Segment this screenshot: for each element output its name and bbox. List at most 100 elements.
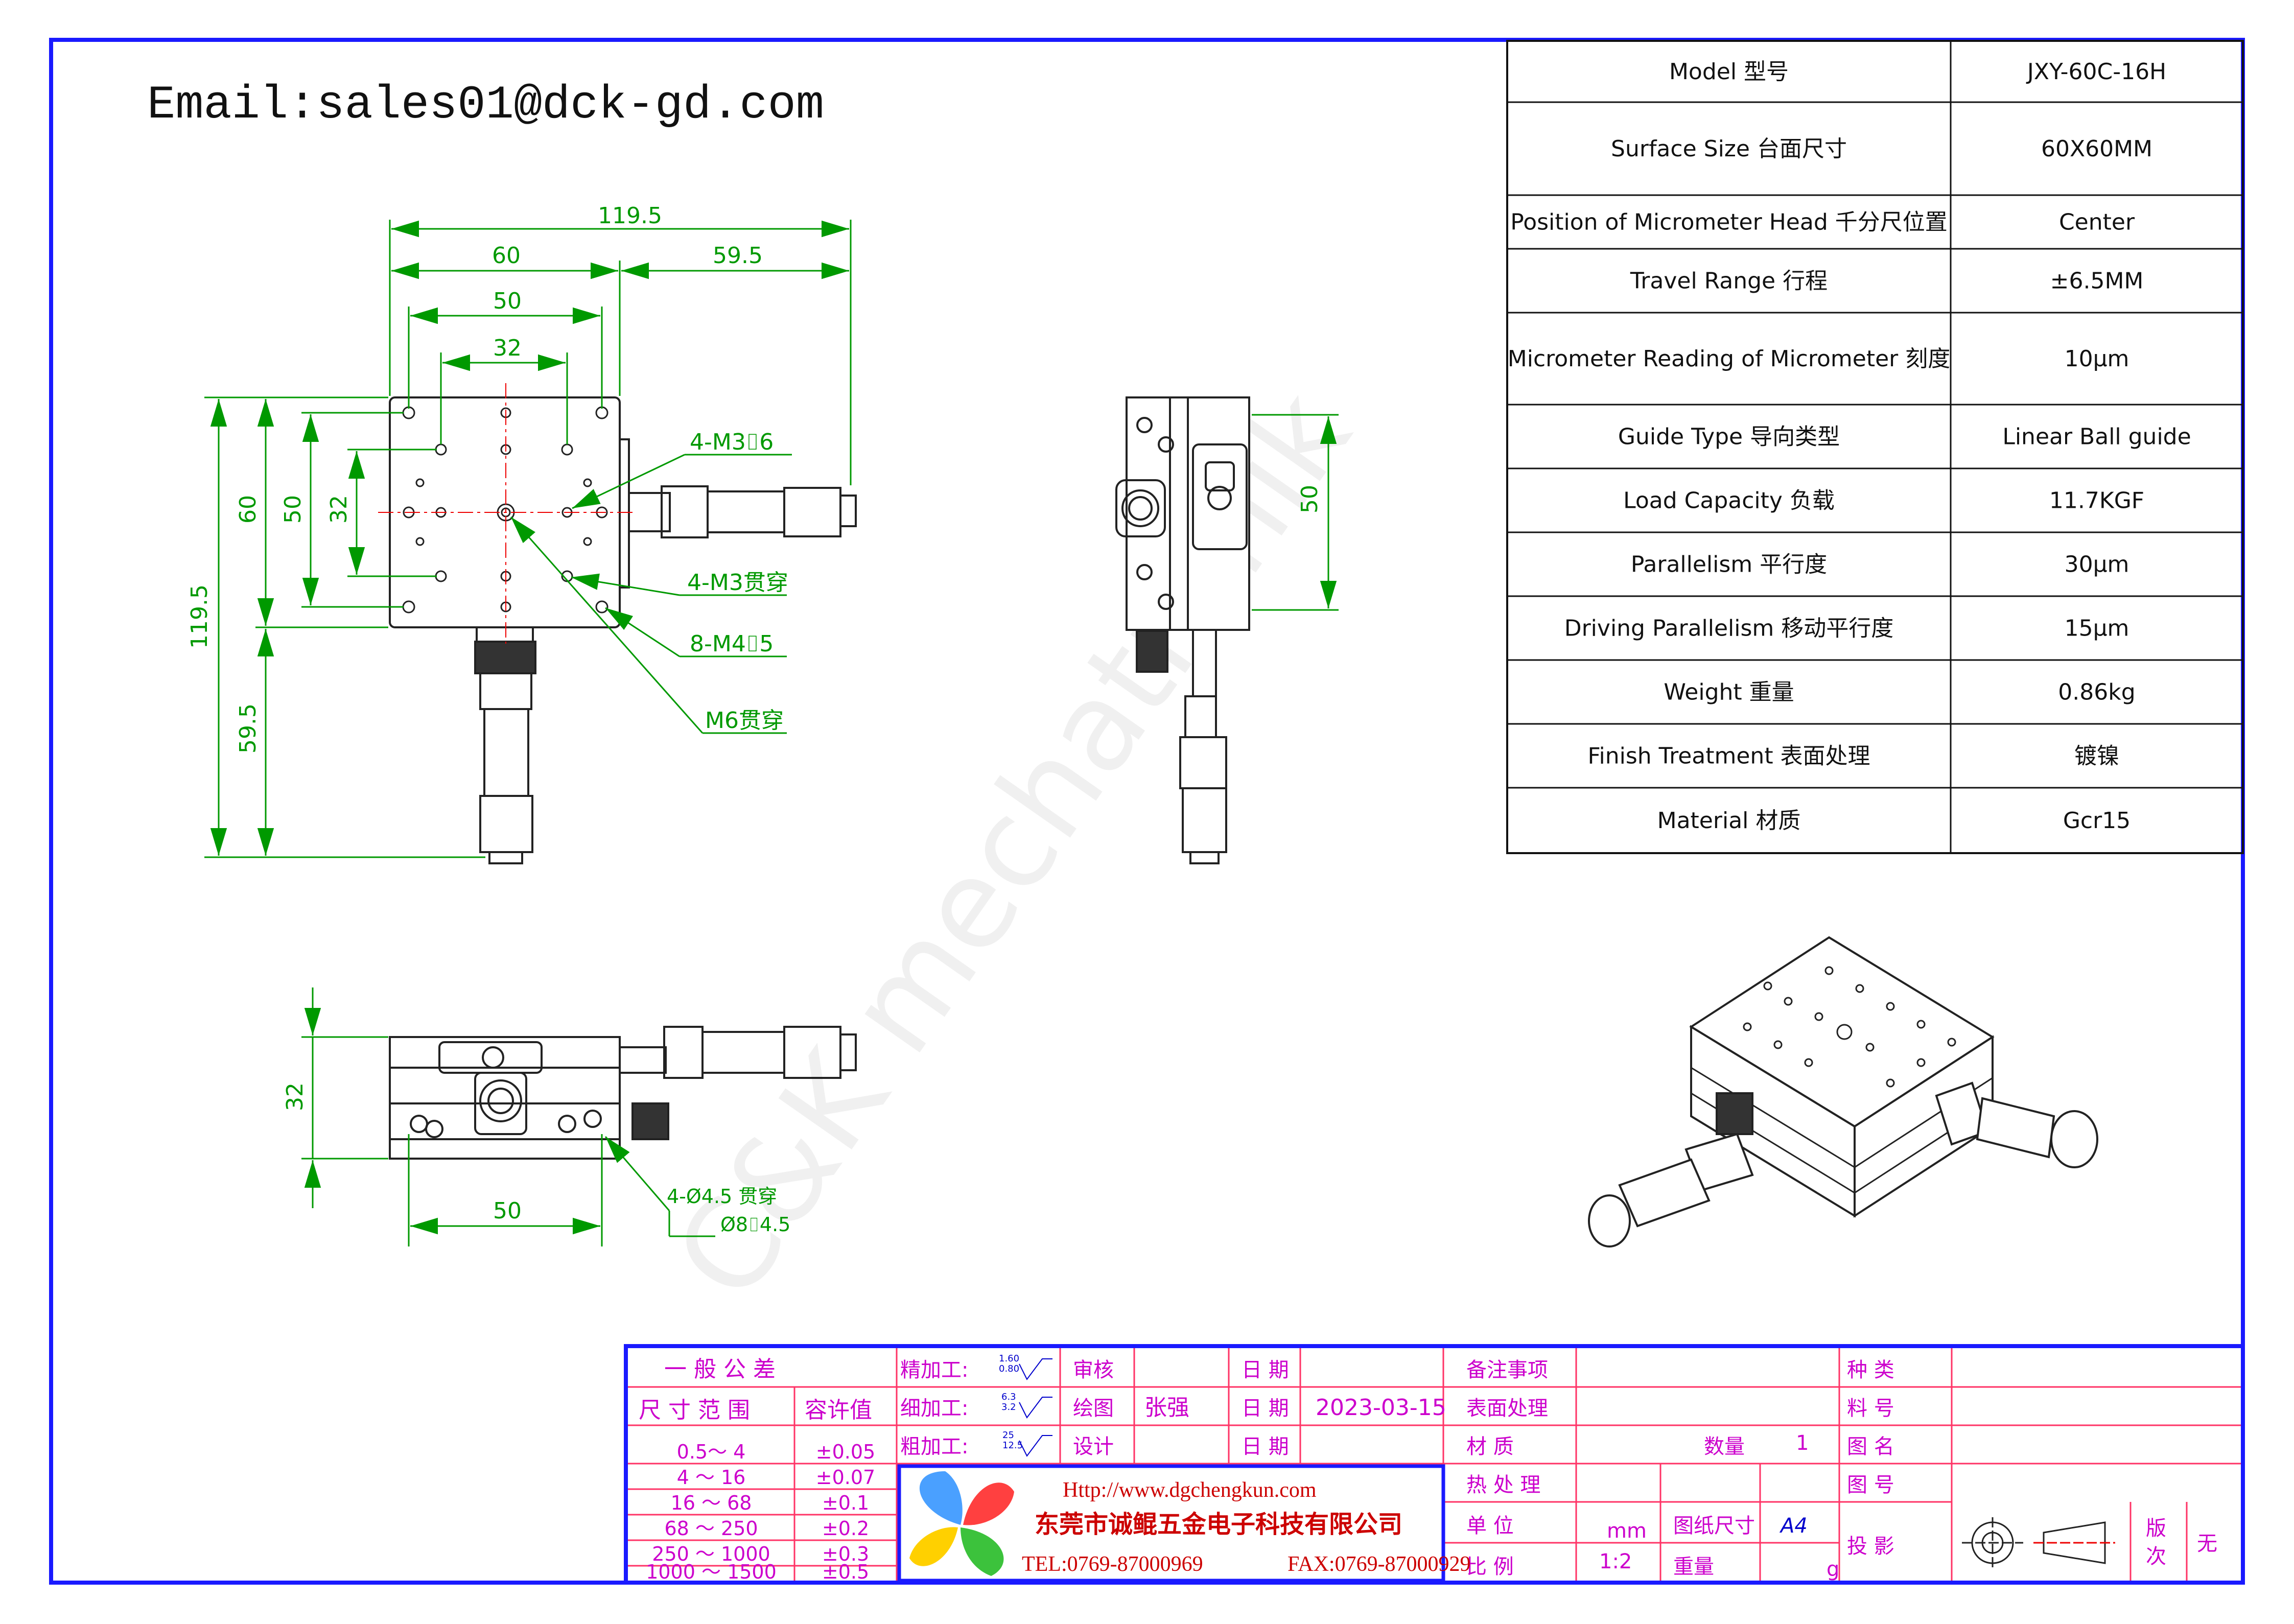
spec-value: Center	[2059, 209, 2135, 236]
tolerance-value: ±0.5	[822, 1561, 869, 1583]
finish-medium: 细加工:	[900, 1397, 968, 1420]
callout-m3-through: 4-M3贯穿	[687, 570, 788, 596]
review-label: 审核	[1073, 1358, 1114, 1382]
top-view-dimensions	[204, 220, 852, 858]
sheet-frame	[49, 38, 2245, 1585]
top-view-dimension-labels: 119.5 60 59.5 50 32 119.5 60 59.5 50 32 …	[186, 203, 788, 754]
front-view-dimensions	[301, 987, 715, 1246]
callout-m3-depth: 4-M3⌷6	[690, 429, 774, 455]
spec-label: Parallelism 平行度	[1631, 552, 1827, 578]
email-text: Email:sales01@dck-gd.com	[147, 78, 824, 132]
spec-label: Guide Type 导向类型	[1618, 424, 1840, 450]
dim-height-59-5: 59.5	[235, 703, 261, 754]
front-view	[389, 1026, 857, 1160]
spec-label: Position of Micrometer Head 千分尺位置	[1510, 209, 1948, 236]
company-name: 东莞市诚鲲五金电子科技有限公司	[1035, 1511, 1402, 1538]
company-tel: TEL:0769-87000969	[1022, 1552, 1203, 1576]
tolerance-range: 1000 ～ 1500	[646, 1561, 777, 1583]
dim-overall-height: 119.5	[186, 584, 213, 649]
version-label-1: 版	[2146, 1517, 2166, 1540]
unit-value: mm	[1607, 1519, 1647, 1543]
tolerance-range: 68 ～ 250	[664, 1517, 758, 1540]
spec-label: Model 型号	[1669, 59, 1789, 85]
drawing-name-label: 图 名	[1847, 1435, 1894, 1458]
spec-label: Finish Treatment 表面处理	[1587, 743, 1870, 769]
side-dim-50: 50	[1297, 485, 1323, 513]
spec-label: Micrometer Reading of Micrometer 刻度	[1508, 346, 1951, 372]
surface-label: 表面处理	[1466, 1397, 1548, 1420]
front-view-dimension-labels: 32 50 4-Ø4.5 贯穿 Ø8⌷4.5	[282, 1082, 790, 1236]
projection-label: 投 影	[1847, 1535, 1894, 1558]
front-dim-32: 32	[282, 1082, 308, 1111]
dim-height-60: 60	[235, 495, 261, 524]
spec-value: 11.7KGF	[2049, 488, 2144, 514]
top-view	[378, 383, 857, 864]
callout-m6-through: M6贯穿	[705, 708, 784, 734]
tolerance-title: 一 般 公 差	[664, 1356, 776, 1382]
spec-label: Travel Range 行程	[1630, 268, 1828, 294]
size-range-header: 尺 寸 范 围	[639, 1397, 750, 1423]
spec-value: Linear Ball guide	[2002, 424, 2191, 450]
drawer-name: 张强	[1144, 1395, 1189, 1421]
kind-label: 种 类	[1847, 1358, 1894, 1382]
isometric-view	[1588, 936, 2098, 1248]
version-label-2: 次	[2146, 1545, 2166, 1568]
front-callout-counterbore: Ø8⌷4.5	[720, 1213, 790, 1236]
dim-width-59-5: 59.5	[713, 243, 763, 269]
title-block: 一 般 公 差 尺 寸 范 围 容许值 0.5～ 4 ±0.05 4 ～ 16 ±0.…	[624, 1344, 2245, 1585]
roughness-fine-b: 0.80	[999, 1363, 1019, 1374]
paper-size-label: 图纸尺寸	[1673, 1514, 1755, 1538]
dim-width-32: 32	[493, 335, 522, 361]
company-url: Http://www.dgchengkun.com	[1063, 1478, 1317, 1502]
roughness-fine-a: 1.60	[999, 1353, 1019, 1364]
side-view-dimensions	[1252, 414, 1339, 611]
spec-value: 30μm	[2065, 552, 2129, 578]
dim-height-32: 32	[326, 495, 352, 524]
company-fax: FAX:0769-87000929	[1288, 1552, 1471, 1576]
quantity-value: 1	[1796, 1431, 1809, 1455]
spec-value: 0.86kg	[2058, 679, 2135, 705]
spec-value: 15μm	[2065, 616, 2129, 642]
version-value: 无	[2197, 1532, 2217, 1556]
front-callout-through: 4-Ø4.5 贯穿	[667, 1185, 777, 1208]
roughness-medium-b: 3.2	[1001, 1402, 1016, 1413]
tolerance-value: ±0.3	[822, 1543, 869, 1565]
tolerance-range: 4 ～ 16	[677, 1466, 746, 1489]
spec-value: 10μm	[2065, 346, 2129, 372]
draw-label: 绘图	[1073, 1397, 1114, 1420]
dim-width-60: 60	[492, 243, 521, 269]
notes-label: 备注事项	[1466, 1358, 1548, 1382]
watermark: C&K mechatronik	[647, 367, 1378, 1325]
tolerance-value: ±0.05	[816, 1441, 875, 1463]
tolerance-value: ±0.1	[822, 1492, 869, 1514]
tolerance-range: 0.5～ 4	[677, 1441, 746, 1463]
spec-label: Surface Size 台面尺寸	[1611, 136, 1847, 162]
tolerance-range: 250 ～ 1000	[652, 1543, 770, 1565]
tolerance-range: 16 ～ 68	[671, 1492, 752, 1514]
material-no-label: 料 号	[1847, 1397, 1894, 1420]
unit-label: 单 位	[1466, 1514, 1514, 1538]
date-label-1: 日 期	[1242, 1358, 1289, 1382]
roughness-rough-a: 25	[1002, 1430, 1014, 1441]
spec-value: JXY-60C-16H	[2026, 59, 2166, 85]
spec-value: Gcr15	[2063, 808, 2131, 834]
spec-value: 镀镍	[2074, 743, 2119, 769]
spec-label: Weight 重量	[1664, 679, 1794, 705]
side-view	[1115, 396, 1250, 864]
tolerance-header: 容许值	[805, 1397, 872, 1423]
heat-label: 热 处 理	[1466, 1473, 1540, 1497]
design-label: 设计	[1073, 1435, 1114, 1458]
date-label-3: 日 期	[1242, 1435, 1289, 1458]
spec-value: ±6.5MM	[2050, 268, 2144, 294]
paper-size-value: A4	[1779, 1514, 1808, 1538]
tolerance-value: ±0.07	[816, 1466, 875, 1489]
weight-label: 重量	[1673, 1555, 1714, 1579]
drawing-date: 2023-03-15	[1316, 1395, 1446, 1421]
date-label-2: 日 期	[1242, 1397, 1289, 1420]
dim-overall-width: 119.5	[598, 203, 662, 229]
material-label: 材 质	[1466, 1435, 1514, 1458]
spec-label: Load Capacity 负载	[1623, 488, 1835, 514]
spec-label: Driving Parallelism 移动平行度	[1564, 616, 1894, 642]
